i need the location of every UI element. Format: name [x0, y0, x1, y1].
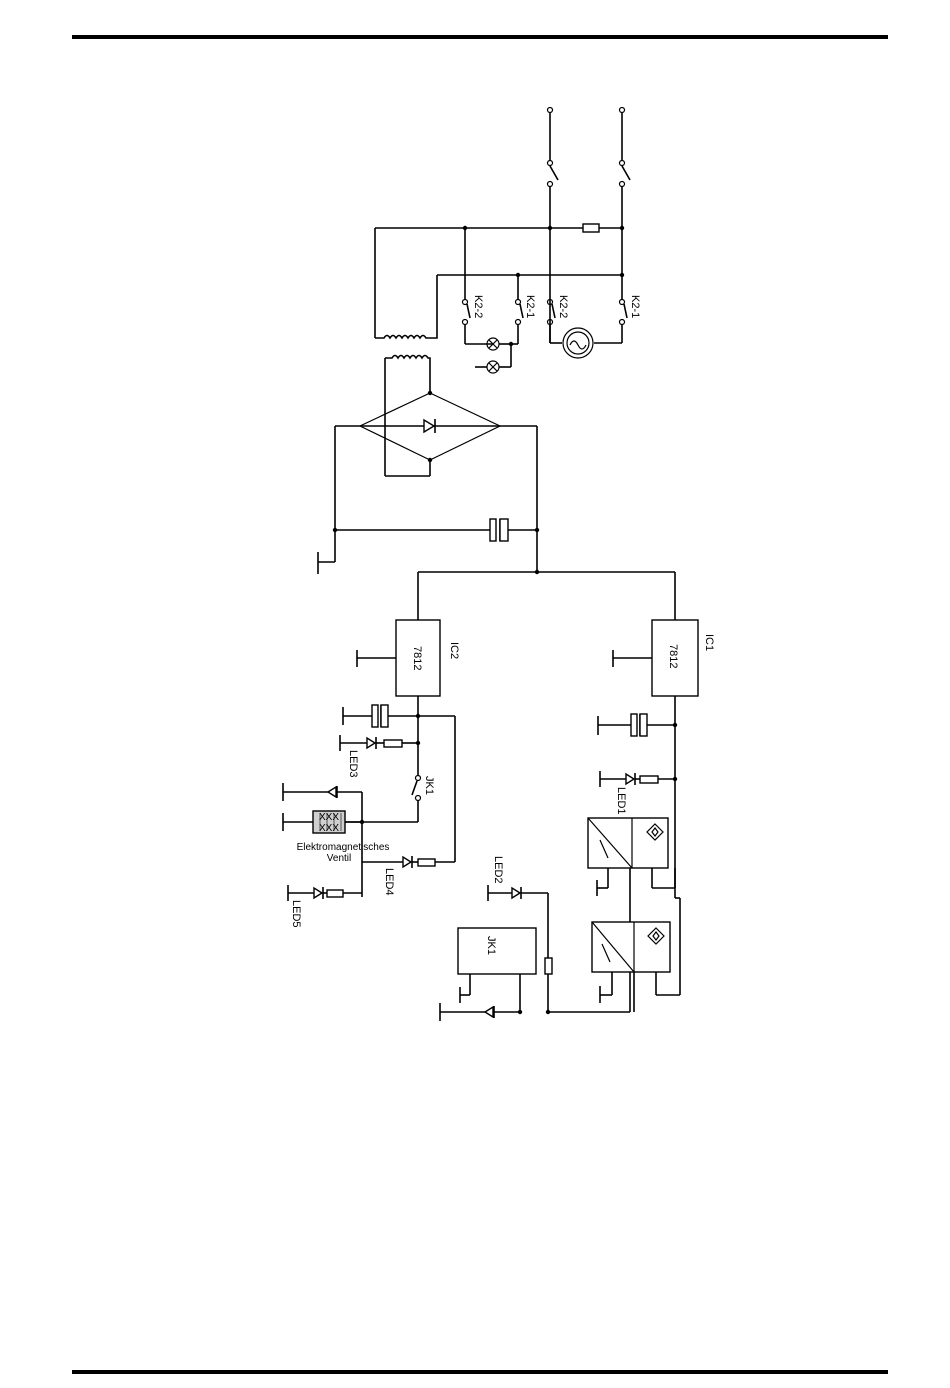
sensor-module-1: [588, 818, 675, 1012]
led5-label: LED5: [290, 900, 302, 928]
ic1-label: IC1: [703, 634, 715, 651]
led3-label: LED3: [347, 750, 359, 778]
ic2-regulator: [340, 620, 455, 862]
k2-2-right-label: K2-2: [557, 295, 569, 318]
valve-mark-1: XXX: [319, 812, 339, 823]
dc-bus: [418, 570, 675, 620]
valve-label-line1: Elektromagnetisches: [297, 842, 390, 853]
led4-label: LED4: [383, 868, 395, 896]
transformer-and-contacts: [375, 226, 627, 476]
ic2-type-label: 7812: [411, 646, 423, 670]
ic1-type-label: 7812: [667, 644, 679, 668]
jk1-contact-label: JK1: [423, 776, 435, 795]
led1-label: LED1: [615, 787, 627, 815]
jk1-relay-label: JK1: [485, 936, 497, 955]
ic2-label: IC2: [448, 642, 460, 659]
k2-1-right-label: K2-1: [629, 295, 641, 318]
bridge-rectifier: [318, 393, 539, 574]
valve-mark-2: XXX: [319, 823, 339, 834]
valve-label-line2: Ventil: [327, 853, 351, 864]
k2-1-left-label: K2-1: [524, 295, 536, 318]
led2-label: LED2: [492, 856, 504, 884]
k2-2-left-label: K2-2: [472, 295, 484, 318]
sensor-module-2: [592, 898, 680, 1012]
